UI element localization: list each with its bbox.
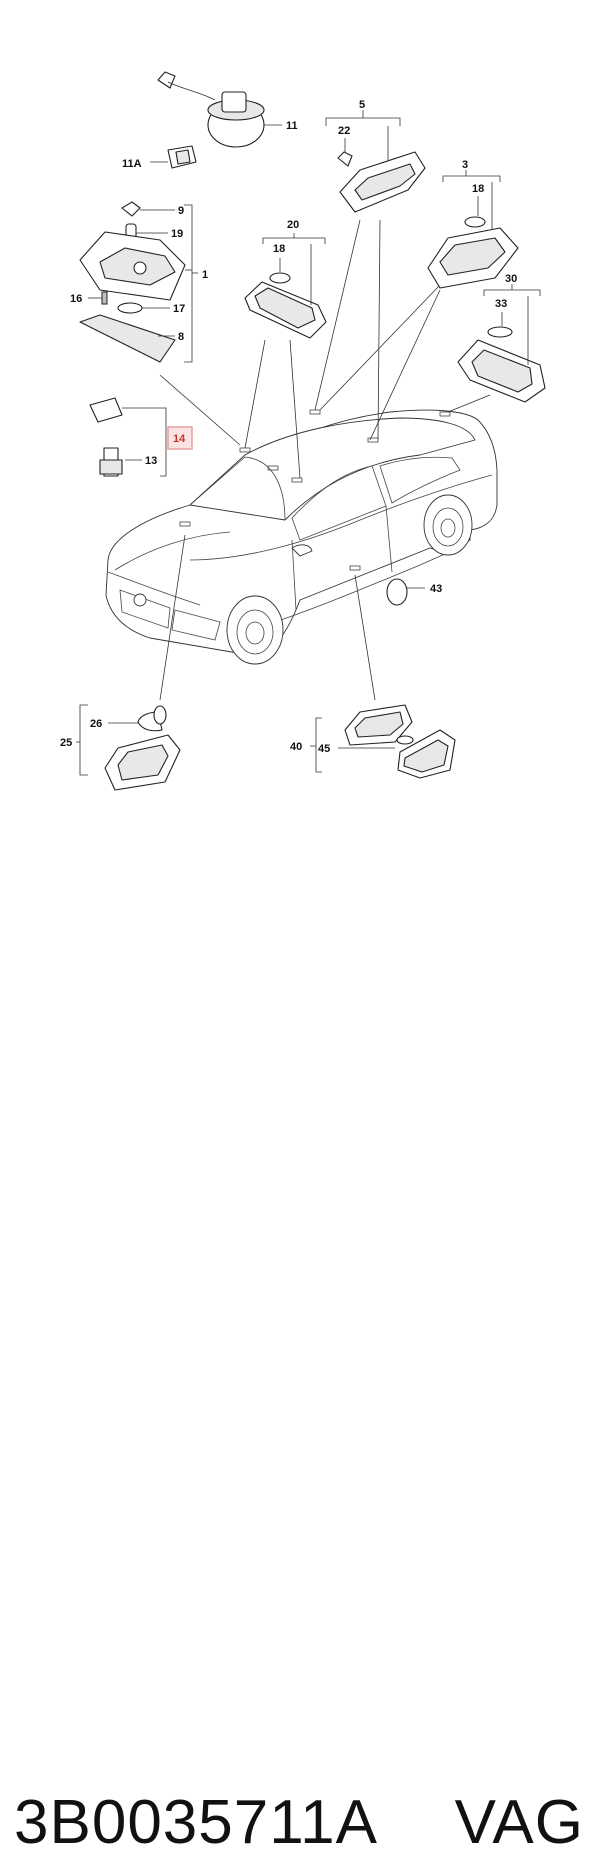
part-3-group	[427, 170, 519, 289]
leader-lines	[159, 219, 491, 701]
part-43	[386, 578, 425, 606]
callout-26: 26	[90, 718, 102, 730]
part-30-group	[457, 284, 546, 403]
callout-43: 43	[430, 583, 442, 595]
callout-20: 20	[287, 219, 299, 231]
callout-25: 25	[60, 737, 72, 749]
callout-18-left: 18	[273, 243, 285, 255]
callout-17: 17	[173, 303, 185, 315]
callout-22: 22	[338, 125, 350, 137]
part-13-14-group	[89, 397, 193, 477]
callout-9: 9	[178, 205, 184, 217]
callout-45: 45	[318, 743, 330, 755]
footer: 3B0035711A VAG	[0, 890, 600, 1857]
car-illustration	[105, 409, 498, 665]
callout-1: 1	[202, 269, 208, 281]
callout-16: 16	[70, 293, 82, 305]
callout-30: 30	[505, 273, 517, 285]
callout-8: 8	[178, 331, 184, 343]
callout-11a: 11A	[122, 158, 142, 170]
callout-14: 14	[173, 433, 186, 445]
callout-11: 11	[286, 120, 298, 132]
callout-18-right: 18	[472, 183, 484, 195]
callout-33: 33	[495, 298, 507, 310]
part-11-group	[157, 71, 282, 148]
brand-label: VAG	[454, 1788, 584, 1857]
part-20-group	[244, 233, 327, 339]
part-5-group	[325, 110, 426, 213]
part-11a	[150, 145, 197, 169]
part-25-group	[76, 704, 181, 791]
callout-19: 19	[171, 228, 183, 240]
callout-40: 40	[290, 741, 302, 753]
callout-3: 3	[462, 159, 468, 171]
part-number-label: 3B0035711A	[14, 1788, 378, 1857]
part-40-group	[310, 704, 456, 779]
callout-labels: 11 11A 9 19 1 16 17 8 14 13 5 22 3 18 20…	[60, 99, 517, 755]
callout-13: 13	[145, 455, 157, 467]
callout-5: 5	[359, 99, 365, 111]
parts-diagram: 11 11A 9 19 1 16 17 8 14 13 5 22 3 18 20…	[60, 71, 546, 791]
part-1-assembly	[79, 201, 198, 363]
